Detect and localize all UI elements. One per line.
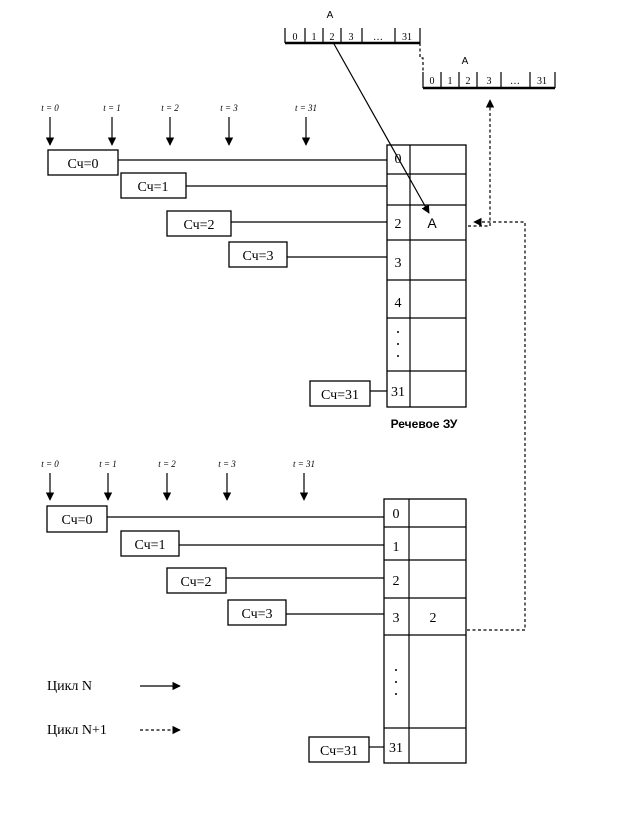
counter-box [47, 149, 119, 176]
register-top-title: A [327, 10, 334, 21]
counter-label: Сч=0 [61, 513, 92, 528]
counter-label: Сч=31 [320, 744, 358, 759]
register-right-cell: 2 [466, 76, 471, 87]
memory-row-index: 1 [393, 540, 400, 555]
memory-block-outline [383, 498, 467, 764]
legend-cycle-n-label: Цикл N [47, 679, 92, 694]
counter-box [120, 530, 180, 557]
register-right-cell: 1 [448, 76, 453, 87]
panel2-memory: 0 1 2 3 31 2 [383, 498, 467, 764]
register-top-cell: 0 [293, 32, 298, 43]
register-top: A 0 1 2 3 … 31 [284, 10, 421, 45]
stored-value-2: 2 [430, 611, 437, 626]
panel1-memory: 0 2 3 4 31 A Речевое ЗУ [386, 144, 467, 431]
panel2-time-arrows: t = 0 t = 1 t = 2 t = 3 t = 31 [41, 459, 315, 501]
memory-row-index: 2 [393, 574, 400, 589]
memory-label: Речевое ЗУ [391, 417, 458, 431]
time-label: t = 31 [293, 459, 315, 469]
time-label: t = 2 [161, 103, 179, 113]
memory-row-index: 4 [395, 296, 402, 311]
time-label: t = 2 [158, 459, 176, 469]
memory-row-index: 0 [393, 507, 400, 522]
counter-box [166, 210, 232, 237]
write-arrow-cycle-n [333, 43, 430, 214]
counter-label: Сч=2 [183, 218, 214, 233]
panel2-counters: Сч=0 Сч=1 Сч=2 Сч=3 Сч=31 [46, 505, 384, 763]
counter-label: Сч=1 [137, 180, 168, 195]
register-right-cell: 3 [487, 76, 492, 87]
time-label: t = 1 [99, 459, 117, 469]
memory-row-index: 2 [395, 217, 402, 232]
counter-label: Сч=1 [134, 538, 165, 553]
legend-cycle-n1-label: Цикл N+1 [47, 723, 107, 738]
register-top-cell: 1 [312, 32, 317, 43]
counter-box [228, 241, 288, 268]
register-right-cell: 31 [537, 76, 547, 87]
memory-row-index: 0 [395, 152, 402, 167]
panel1-counters: Сч=0 Сч=1 Сч=2 Сч=3 Сч=31 [47, 149, 387, 407]
register-right: A 0 1 2 3 … 31 [422, 56, 556, 90]
counter-box [227, 599, 287, 626]
legend: Цикл N Цикл N+1 [47, 679, 181, 738]
time-label: t = 31 [295, 103, 317, 113]
time-label: t = 1 [103, 103, 121, 113]
time-label: t = 0 [41, 103, 59, 113]
time-label: t = 3 [218, 459, 236, 469]
counter-label: Сч=3 [242, 249, 273, 264]
register-top-cell: … [373, 32, 383, 43]
register-top-cell: 2 [330, 32, 335, 43]
transfer-arrow-cycle-n1 [467, 217, 526, 631]
counter-box [309, 380, 371, 407]
memory-row-ellipsis [397, 331, 399, 357]
stored-value-a: A [427, 215, 437, 231]
counter-label: Сч=31 [321, 388, 359, 403]
time-label: t = 0 [41, 459, 59, 469]
counter-label: Сч=2 [180, 575, 211, 590]
time-label: t = 3 [220, 103, 238, 113]
read-arrow-cycle-n1 [468, 99, 495, 227]
memory-row-index: 31 [389, 741, 403, 756]
counter-box [166, 567, 227, 594]
counter-label: Сч=0 [67, 157, 98, 172]
memory-row-index: 3 [393, 611, 400, 626]
counter-box [46, 505, 108, 533]
memory-block-outline [386, 144, 467, 408]
register-right-title: A [462, 56, 469, 67]
counter-box [308, 736, 370, 763]
register-link-dashed [419, 43, 424, 72]
panel1-time-arrows: t = 0 t = 1 t = 2 t = 3 t = 31 [41, 103, 317, 146]
memory-row-index: 3 [395, 256, 402, 271]
register-right-cell: … [510, 76, 520, 87]
counter-label: Сч=3 [241, 607, 272, 622]
register-top-cell: 31 [402, 32, 412, 43]
memory-row-index: 31 [391, 385, 405, 400]
register-right-cell: 0 [430, 76, 435, 87]
register-top-cell: 3 [349, 32, 354, 43]
memory-row-ellipsis [395, 669, 397, 695]
